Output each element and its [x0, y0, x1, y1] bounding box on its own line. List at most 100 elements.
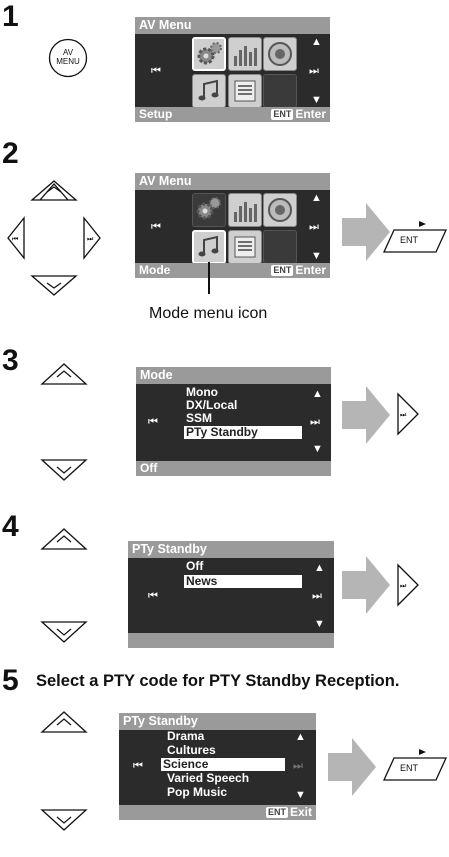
- svg-text:⏭: ⏭: [87, 236, 94, 243]
- mode-menu-icon-caption: Mode menu icon: [149, 305, 268, 322]
- footer-left-label: Off: [140, 461, 158, 475]
- step4-screen: PTy Standby ⏮ ▲ ⏭ ▼ Off News: [128, 541, 334, 648]
- step-4-number: 4: [2, 510, 19, 543]
- svg-text:⏭: ⏭: [400, 412, 407, 419]
- dpad-right-button[interactable]: [83, 216, 101, 260]
- av-menu-button[interactable]: AV MENU: [48, 38, 88, 78]
- mode-music-note-icon: [192, 230, 226, 264]
- setup-gears-icon: [192, 193, 226, 227]
- dpad-shapes: ⏮ ⏭: [7, 180, 101, 296]
- down-button[interactable]: [40, 620, 88, 644]
- step5-screen: PTy Standby ⏮ ▲ ⏭ ▼ Drama Cultures Scien…: [119, 713, 316, 820]
- right-arrow-icon: [342, 556, 390, 614]
- screen-title: Mode: [136, 367, 331, 384]
- next-icon: ⏭: [309, 65, 319, 77]
- prev-icon: ⏮: [148, 590, 158, 602]
- menu-item-selected[interactable]: PTy Standby: [184, 426, 302, 439]
- right-arrow-icon: [342, 203, 390, 261]
- next-icon: ⏭: [293, 760, 303, 772]
- prev-icon: ⏮: [151, 65, 161, 77]
- up-arrow-icon: ▲: [314, 562, 325, 574]
- svg-text:⏮: ⏮: [12, 236, 18, 243]
- step3-screen: Mode ⏮ ▲ ⏭ ▼ Mono DX/Local SSM PTy Stand…: [136, 367, 331, 476]
- menu-item[interactable]: Pop Music: [167, 785, 228, 799]
- ent-button[interactable]: ENT: [380, 215, 448, 255]
- menu-item[interactable]: Off: [186, 559, 204, 573]
- equalizer-icon: [228, 37, 262, 71]
- up-arrow-icon: ▲: [312, 388, 323, 400]
- prev-icon: ⏮: [133, 760, 143, 772]
- step-3-number: 3: [2, 344, 19, 377]
- right-arrow-icon: [342, 386, 390, 444]
- ent-button-shape: [382, 221, 448, 253]
- step-5-instruction: Select a PTY code for PTY Standby Recept…: [36, 672, 400, 690]
- next-icon: ⏭: [310, 416, 320, 428]
- next-button[interactable]: ⏭: [396, 392, 420, 436]
- av-menu-button-shape: [48, 38, 88, 78]
- ent-badge: ENT: [271, 109, 294, 120]
- down-button[interactable]: [40, 808, 88, 832]
- speaker-icon: [263, 37, 297, 71]
- menu-item[interactable]: Varied Speech: [167, 771, 250, 785]
- screen-title: PTy Standby: [119, 713, 316, 730]
- screen-title: PTy Standby: [128, 541, 334, 558]
- next-icon: ⏭: [309, 221, 319, 233]
- down-arrow-icon: ▼: [314, 618, 325, 630]
- menu-item[interactable]: Mono: [186, 385, 218, 399]
- screen-footer: [128, 633, 334, 648]
- screen-title: AV Menu: [135, 17, 330, 34]
- dpad-control: ⏮ ⏭: [4, 178, 104, 298]
- ent-badge: ENT: [271, 265, 294, 276]
- up-arrow-icon: ▲: [311, 192, 322, 204]
- up-arrow-icon: ▲: [295, 731, 306, 743]
- menu-item-selected[interactable]: News: [184, 575, 302, 588]
- right-arrow-icon: [328, 738, 376, 796]
- down-arrow-icon: ▼: [312, 443, 323, 455]
- empty-icon-slot: [263, 230, 297, 264]
- mode-icon-leader-line: [208, 262, 210, 294]
- music-note-icon: [192, 74, 226, 108]
- empty-icon-slot: [263, 74, 297, 108]
- menu-item[interactable]: Drama: [167, 729, 205, 743]
- footer-right-label: Enter: [295, 263, 326, 277]
- step-5-number: 5: [2, 664, 19, 697]
- prev-icon: ⏮: [151, 221, 161, 233]
- ent-button[interactable]: ENT: [380, 743, 448, 783]
- down-button[interactable]: [40, 458, 88, 482]
- next-button[interactable]: ⏭: [396, 563, 420, 607]
- footer-right-label: Enter: [295, 107, 326, 121]
- screen-footer: Off: [136, 461, 331, 476]
- footer-left-label: Setup: [139, 107, 173, 121]
- list-menu-icon: [228, 74, 262, 108]
- equalizer-icon: [228, 193, 262, 227]
- av-menu-label-menu: MENU: [56, 57, 80, 66]
- dpad-up-button[interactable]: [30, 180, 78, 201]
- menu-item-selected[interactable]: Science: [161, 758, 285, 771]
- setup-gears-icon: [192, 37, 226, 71]
- av-menu-label-av: AV: [62, 48, 74, 57]
- ent-button-label: ENT: [400, 763, 418, 773]
- prev-icon: ⏮: [148, 416, 158, 428]
- step-1-number: 1: [2, 0, 19, 33]
- dpad-left-button[interactable]: [7, 216, 25, 260]
- speaker-icon: [263, 193, 297, 227]
- screen-title: AV Menu: [135, 173, 330, 190]
- menu-item[interactable]: DX/Local: [186, 398, 238, 412]
- list-menu-icon: [228, 230, 262, 264]
- step-2-number: 2: [2, 137, 19, 170]
- ent-badge: ENT: [265, 807, 288, 818]
- up-button[interactable]: [40, 362, 88, 386]
- up-button[interactable]: [40, 527, 88, 551]
- dpad-down-button[interactable]: [30, 275, 78, 296]
- ent-button-label: ENT: [400, 235, 418, 245]
- menu-item[interactable]: Cultures: [167, 743, 216, 757]
- footer-left-label: Mode: [139, 263, 171, 277]
- footer-right-label: Exit: [289, 805, 312, 819]
- up-button[interactable]: [40, 710, 88, 734]
- menu-item[interactable]: SSM: [186, 411, 213, 425]
- down-arrow-icon: ▼: [311, 250, 322, 262]
